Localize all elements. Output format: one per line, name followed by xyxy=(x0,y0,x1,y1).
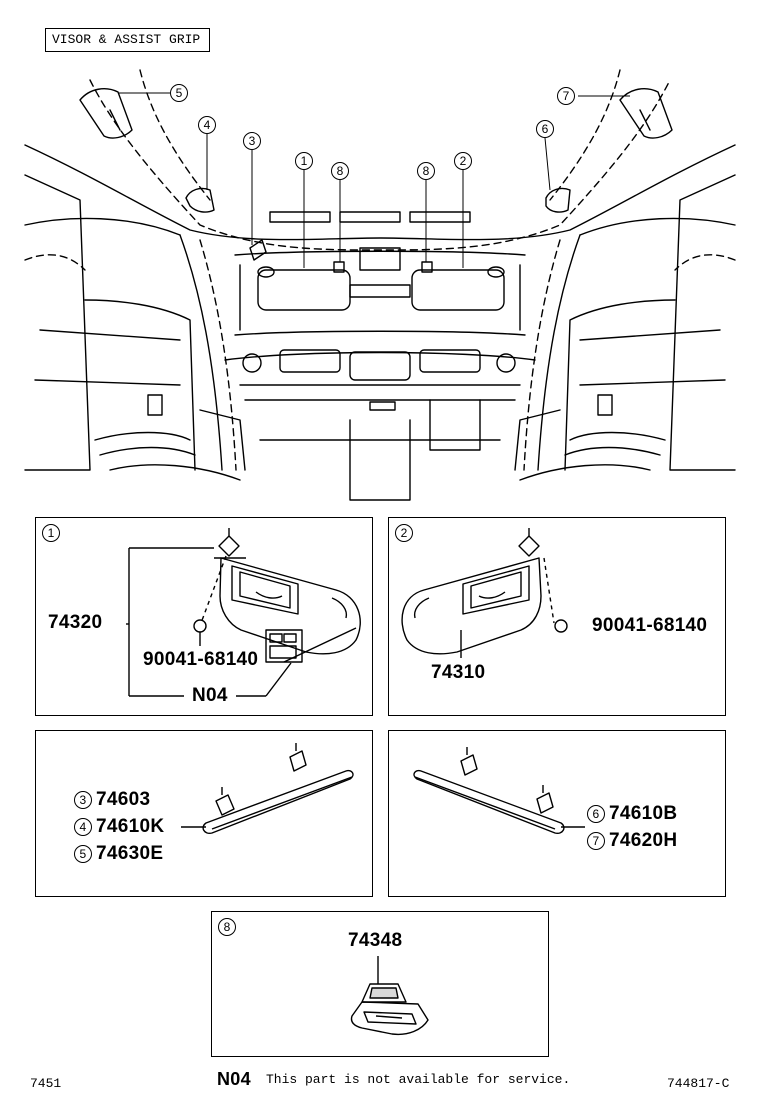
visor-holder-drawing xyxy=(350,956,429,1036)
panel-visor-right: 2 74310 90041-68140 xyxy=(388,517,726,716)
panel-1-index: 1 xyxy=(42,524,60,542)
vehicle-interior-drawing xyxy=(24,69,736,501)
callout-3: 3 xyxy=(243,132,261,150)
screw-part-number-right: 90041-68140 xyxy=(592,615,708,636)
part-number-74310: 74310 xyxy=(431,662,486,683)
note-code-n04: N04 xyxy=(192,685,228,706)
part-number-74320: 74320 xyxy=(48,612,103,633)
footer-right-code: 744817-C xyxy=(667,1076,730,1091)
callout-2: 2 xyxy=(454,152,472,170)
footer-note-code: N04 xyxy=(217,1069,251,1089)
panel-visor-holder: 8 74348 xyxy=(211,911,549,1057)
callout-5: 5 xyxy=(170,84,188,102)
callout-8-right: 8 xyxy=(417,162,435,180)
callout-6: 6 xyxy=(536,120,554,138)
panel-8-index: 8 xyxy=(218,918,236,936)
callout-1: 1 xyxy=(295,152,313,170)
callout-4: 4 xyxy=(198,116,216,134)
footer-note-text: This part is not available for service. xyxy=(266,1072,571,1087)
assist-grip-left-drawing xyxy=(181,743,354,835)
callout-7: 7 xyxy=(557,87,575,105)
diagram-title: VISOR & ASSIST GRIP xyxy=(52,32,201,47)
panel-visor-left: 1 74320 90041-68140 N04 xyxy=(35,517,373,716)
footer-left-code: 7451 xyxy=(30,1076,62,1091)
panel-2-index: 2 xyxy=(395,524,413,542)
assist-grip-right-drawing xyxy=(413,747,585,835)
part-number-74348: 74348 xyxy=(348,930,403,951)
screw-part-number: 90041-68140 xyxy=(143,649,259,670)
visor-left-drawing xyxy=(126,528,361,697)
callout-8-left: 8 xyxy=(331,162,349,180)
visor-right-drawing xyxy=(401,528,568,658)
callout-leaders xyxy=(118,92,630,268)
diagram-title-box: VISOR & ASSIST GRIP xyxy=(45,28,210,52)
